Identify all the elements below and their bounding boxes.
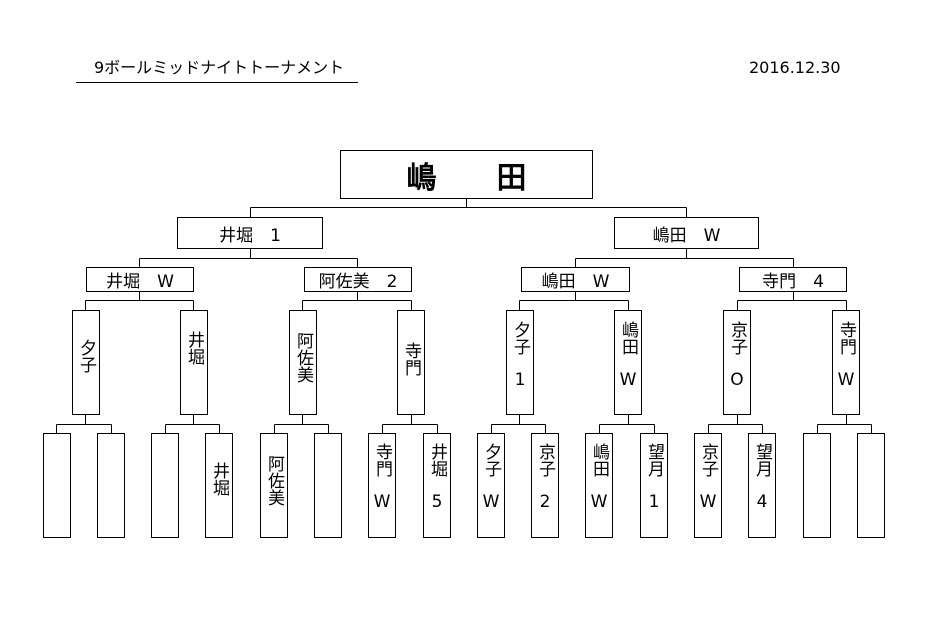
round1-box-3: [151, 433, 179, 538]
round2-box-1: 夕子: [72, 310, 100, 415]
round1-box-1: [43, 433, 71, 538]
round1-score: W: [373, 492, 391, 512]
round2-box-2: 井堀: [180, 310, 208, 415]
round1-name: 寺門: [372, 443, 392, 477]
round2-name: 寺門: [401, 342, 421, 376]
round1-name: 夕子: [481, 443, 501, 477]
round1-box-12: 望月 1: [640, 433, 668, 538]
round1-box-7: 寺門 W: [368, 433, 396, 538]
round2-score: W: [619, 370, 637, 390]
round2-name: 夕子: [76, 339, 96, 373]
round1-box-15: [803, 433, 831, 538]
semifinal-right-box: 嶋田 W: [614, 217, 759, 249]
round1-box-11: 嶋田 W: [585, 433, 613, 538]
round1-score: W: [699, 492, 717, 512]
round2-box-6: 嶋田 W: [614, 310, 642, 415]
round1-box-6: [314, 433, 342, 538]
round1-score: 1: [648, 492, 660, 512]
round1-score: 5: [431, 492, 443, 512]
round2-score: O: [730, 370, 744, 390]
round2-name: 井堀: [184, 331, 204, 365]
round1-name: 京子: [698, 443, 718, 477]
round1-name: 京子: [535, 443, 555, 477]
round1-name: 望月: [644, 443, 664, 477]
round2-name: 嶋田: [618, 321, 638, 355]
round1-name: 嶋田: [589, 443, 609, 477]
round1-box-5: 阿佐美: [260, 433, 288, 538]
round1-score: W: [482, 492, 500, 512]
quarterfinal-box-2: 阿佐美 2: [304, 267, 412, 292]
page-title: 9ボールミッドナイトトーナメント: [94, 58, 345, 77]
quarterfinal-box-4: 寺門 4: [739, 267, 847, 292]
round2-name: 阿佐美: [293, 332, 313, 383]
round2-name: 京子: [727, 321, 747, 355]
round1-box-10: 京子 2: [531, 433, 559, 538]
round1-score: W: [590, 492, 608, 512]
semifinal-left-box: 井堀 1: [177, 217, 323, 249]
round1-box-13: 京子 W: [694, 433, 722, 538]
round1-name: 阿佐美: [264, 455, 284, 506]
round1-box-16: [857, 433, 885, 538]
round1-box-8: 井堀 5: [423, 433, 451, 538]
round1-score: 2: [539, 492, 551, 512]
champion-box: 嶋 田: [340, 150, 593, 199]
round2-box-7: 京子 O: [723, 310, 751, 415]
round1-name: 望月: [752, 443, 772, 477]
title-underline: [76, 82, 358, 83]
round1-score: 4: [756, 492, 768, 512]
round2-name: 夕子: [510, 321, 530, 355]
round1-name: 井堀: [209, 462, 229, 496]
round2-box-3: 阿佐美: [289, 310, 317, 415]
quarterfinal-box-1: 井堀 W: [86, 267, 194, 292]
round1-box-4: 井堀: [205, 433, 233, 538]
round2-score: 1: [514, 370, 526, 390]
round2-box-8: 寺門 W: [832, 310, 860, 415]
round2-box-4: 寺門: [397, 310, 425, 415]
round1-name: 井堀: [427, 443, 447, 477]
quarterfinal-box-3: 嶋田 W: [521, 267, 630, 292]
round2-name: 寺門: [836, 321, 856, 355]
round2-score: W: [837, 370, 855, 390]
round1-box-9: 夕子 W: [477, 433, 505, 538]
tournament-date: 2016.12.30: [749, 58, 841, 77]
round2-box-5: 夕子 1: [506, 310, 534, 415]
round1-box-2: [97, 433, 125, 538]
round1-box-14: 望月 4: [748, 433, 776, 538]
